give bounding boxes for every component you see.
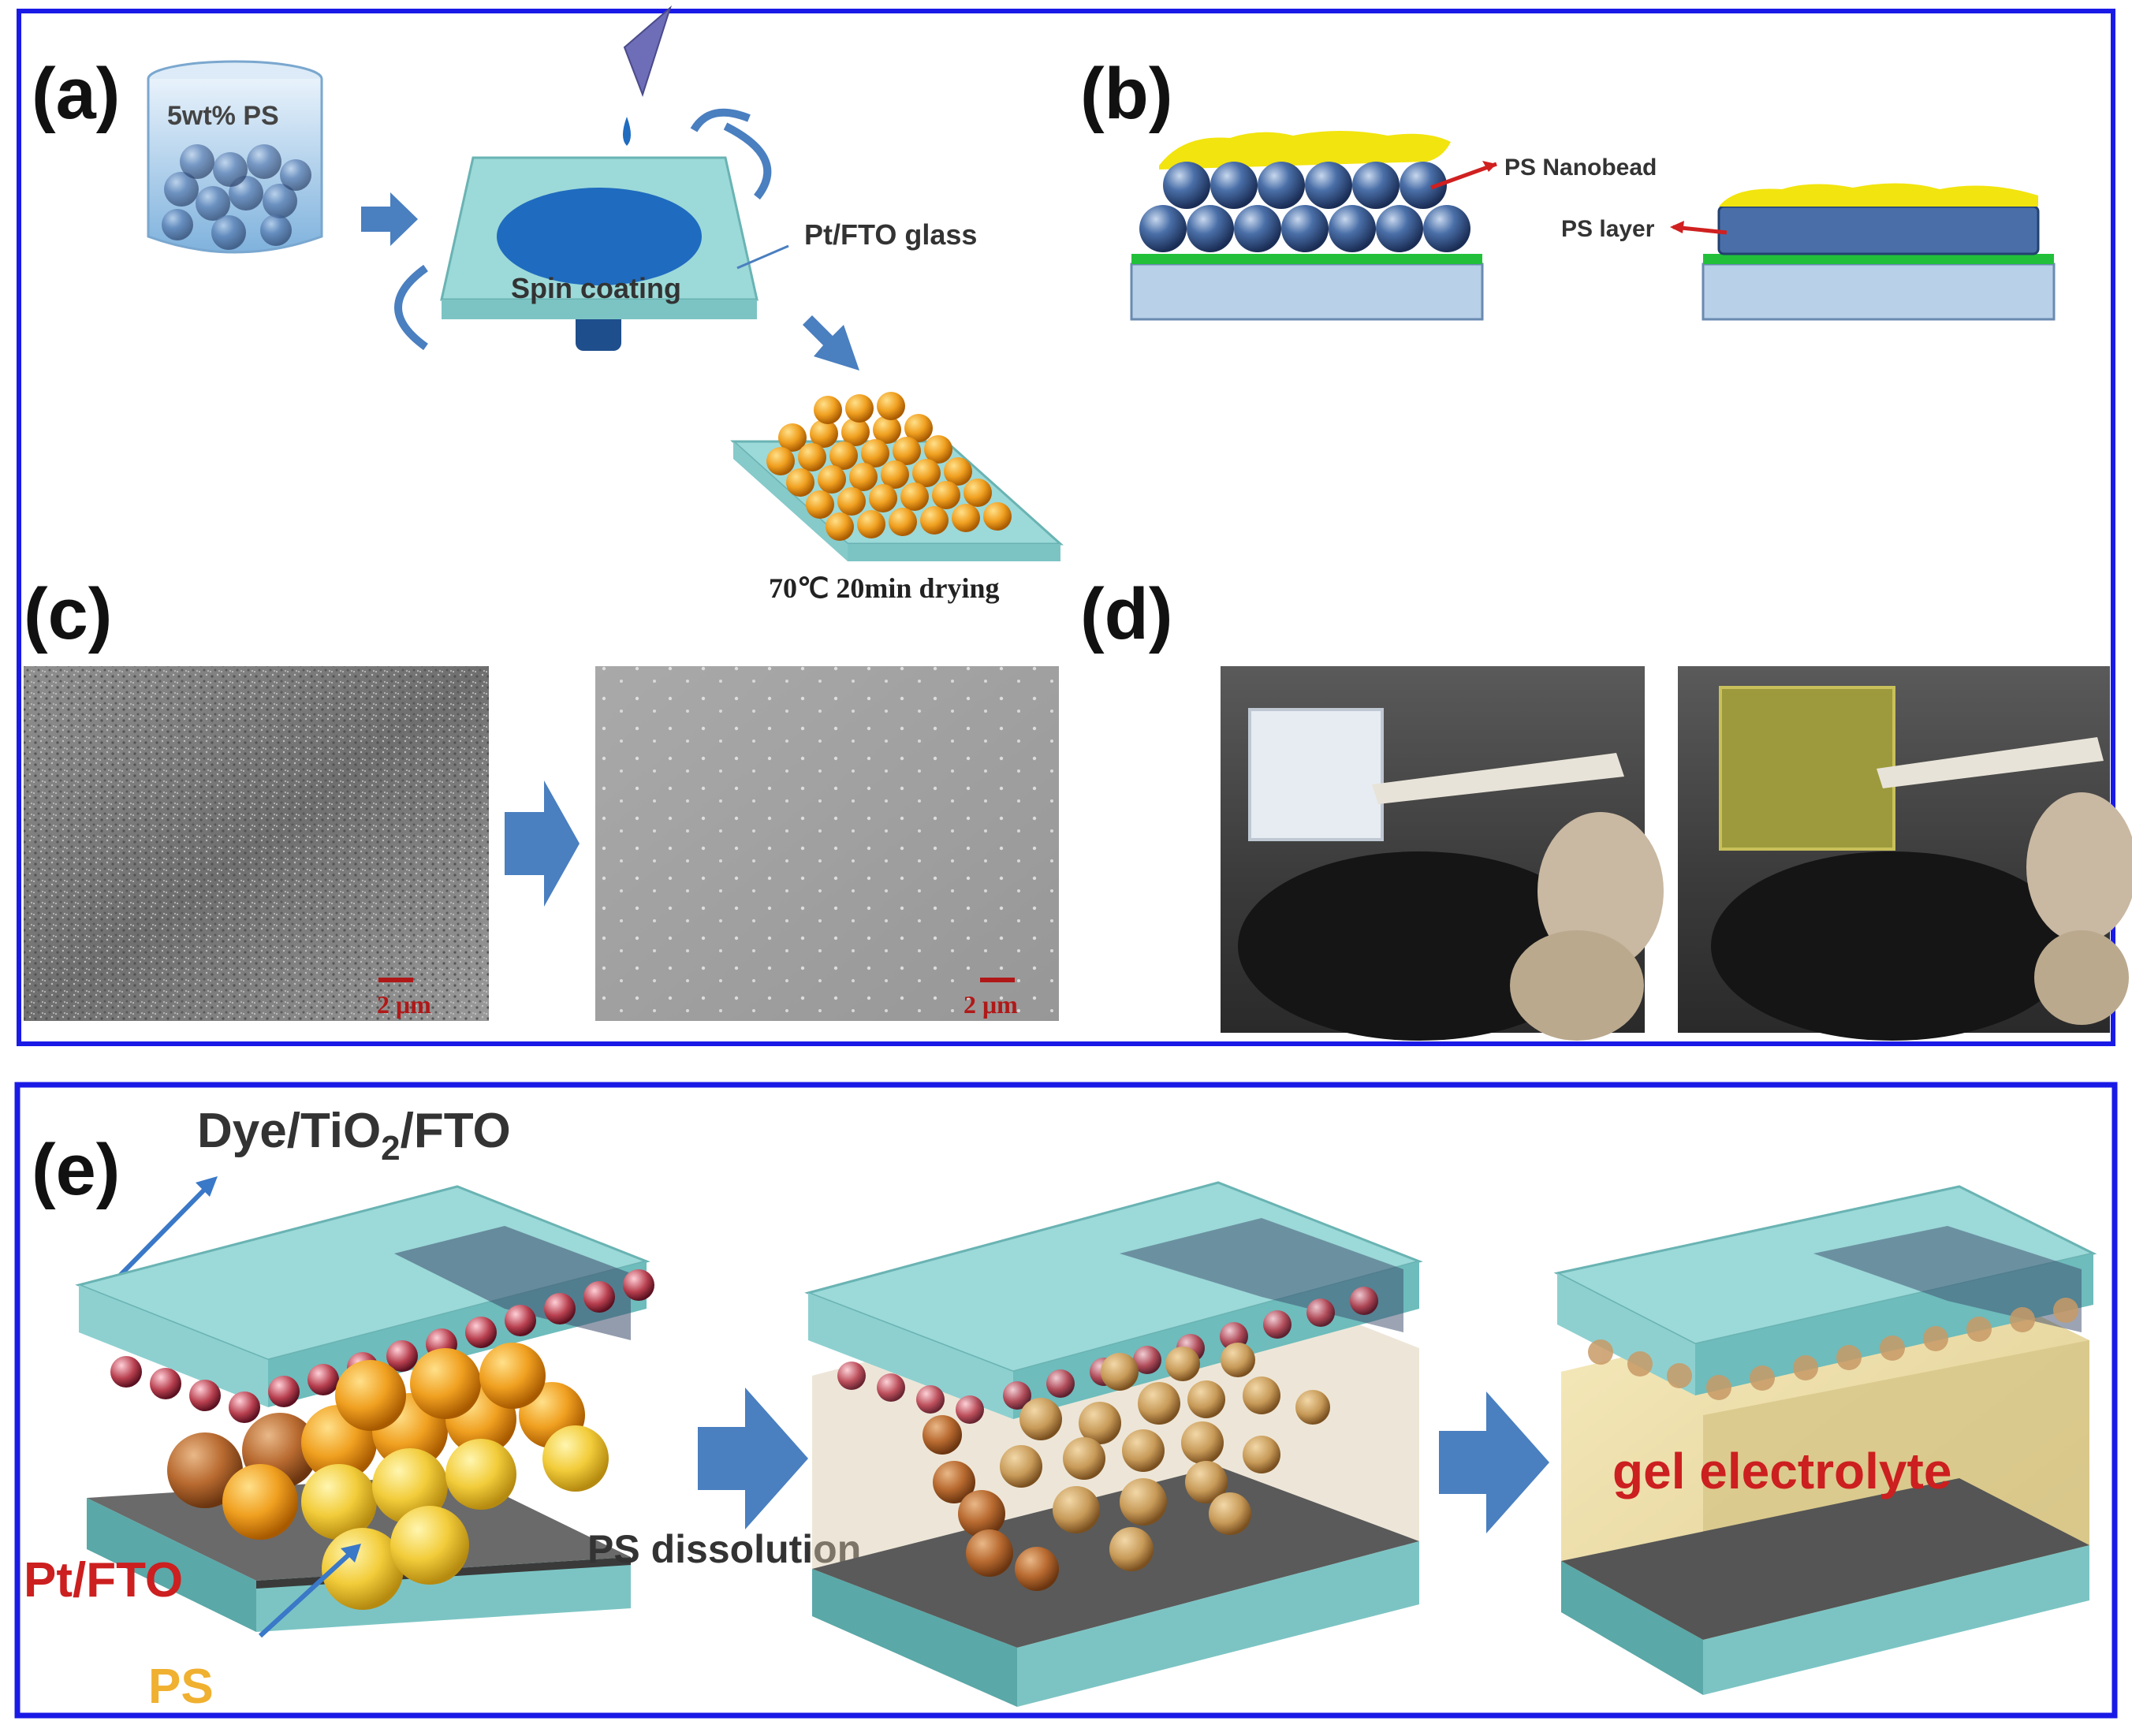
scalebar-after-label: 2 μm	[964, 990, 1018, 1019]
nanobead-stack	[1130, 131, 1484, 321]
panel-b: (b) PS Nanobead PS layer	[1080, 54, 2056, 321]
panel-e-label: (e)	[32, 1130, 120, 1210]
spin-coater	[394, 5, 772, 351]
nanobead-pointer	[1430, 162, 1497, 190]
arrow-right-icon	[361, 192, 418, 246]
panel-a-label: (a)	[32, 54, 120, 134]
ps-pointer	[258, 1547, 357, 1638]
device-dissolving	[804, 1181, 1423, 1707]
bottom-frame	[14, 1082, 2118, 1719]
ps-beaker	[147, 60, 323, 254]
beaker-label: 5wt% PS	[167, 101, 279, 131]
top-frame	[17, 9, 2115, 1046]
counter-electrode-label: Pt/FTO	[24, 1553, 183, 1607]
spin-coating-label: Spin coating	[511, 272, 681, 304]
panel-c-label: (c)	[24, 574, 112, 654]
nanobead-label: PS Nanobead	[1504, 155, 1657, 181]
substrate-label: Pt/FTO glass	[804, 218, 977, 251]
arrow-right-icon	[505, 780, 580, 907]
panel-d-label: (d)	[1080, 574, 1172, 654]
panel-a: (a) 5wt% PS	[32, 5, 1064, 604]
scalebar-before-label: 2 μm	[377, 990, 431, 1019]
arrow-right-icon	[1439, 1391, 1549, 1533]
arrow-right-icon	[698, 1388, 808, 1529]
ps-label: PS	[148, 1660, 214, 1714]
substrate-pointer	[736, 244, 789, 270]
step-label: PS dissolution	[587, 1527, 861, 1571]
panel-b-label: (b)	[1080, 54, 1172, 134]
panel-d: (d)	[1080, 574, 2132, 1041]
gel-electrolyte-label: gel electrolyte	[1612, 1443, 1951, 1499]
device-assembly	[75, 1185, 654, 1632]
device-gel	[1553, 1185, 2097, 1695]
photoanode-label: Dye/TiO2/FTO	[197, 1104, 511, 1168]
photoanode-pointer	[116, 1180, 214, 1280]
photo-after	[1678, 666, 2132, 1041]
arrow-down-icon	[803, 315, 859, 371]
photo-before	[1221, 666, 1664, 1041]
panel-c: (c) 2 μm 2 μm	[24, 574, 1059, 1021]
ps-layer-label: PS layer	[1561, 216, 1655, 242]
drying-label: 70℃ 20min drying	[769, 572, 999, 604]
dried-ps-beads	[766, 392, 1012, 541]
ps-layer-stack	[1702, 183, 2056, 321]
panel-e: (e) Dye/TiO2/FTO	[24, 1104, 2097, 1714]
